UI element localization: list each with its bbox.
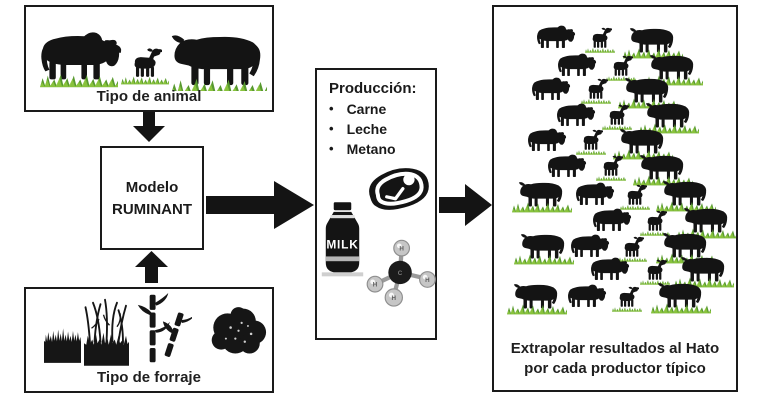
- cow-silhouette-icon: [558, 53, 597, 77]
- grass-icon: [640, 279, 670, 285]
- cow-silhouette-icon: [645, 103, 690, 128]
- grass-icon: [512, 202, 572, 213]
- cow-silhouette-icon: [613, 55, 633, 76]
- grass-icon: [602, 124, 632, 130]
- bullet-icon: •: [329, 101, 334, 116]
- tall-grass-icon: [84, 298, 129, 366]
- grass-icon: [596, 175, 626, 181]
- cow-silhouette-icon: [593, 208, 632, 232]
- forage-box-label: Tipo de forraje: [97, 369, 201, 386]
- grass-icon: [620, 204, 650, 210]
- hydrogen-atom-label: H: [399, 246, 404, 253]
- grass-icon: [617, 256, 647, 262]
- cow-silhouette-icon: [532, 77, 571, 101]
- cow-silhouette-icon: [627, 184, 647, 205]
- cow-silhouette-icon: [41, 32, 122, 80]
- cow-silhouette-icon: [629, 28, 674, 53]
- animal-type-box: Tipo de animal: [24, 5, 274, 112]
- milk-label: MILK: [326, 237, 358, 251]
- carbon-atom-label: C: [398, 270, 403, 277]
- methane-molecule-icon: C H H H H: [366, 239, 436, 307]
- arrow-up-icon: [135, 251, 168, 283]
- cow-silhouette-icon: [649, 55, 694, 80]
- production-item-leche: • Leche: [329, 121, 435, 137]
- cow-silhouette-icon: [583, 129, 603, 150]
- cow-silhouette-icon: [528, 128, 567, 152]
- grass-icon: [612, 306, 642, 312]
- production-item-label: Metano: [346, 141, 396, 157]
- arrow-right-icon: [439, 184, 492, 226]
- cow-silhouette-icon: [680, 257, 725, 282]
- cow-silhouette-icon: [134, 48, 162, 77]
- forage-type-box: Tipo de forraje: [24, 287, 274, 393]
- herd-caption-line1: Extrapolar resultados al Hato: [510, 339, 720, 357]
- hydrogen-atom-label: H: [392, 295, 397, 302]
- grass-icon: [581, 98, 611, 104]
- grass-icon: [576, 149, 606, 155]
- model-label-line2: RUMINANT: [112, 200, 192, 218]
- cow-silhouette-icon: [548, 154, 587, 178]
- model-box: Modelo RUMINANT: [100, 146, 204, 250]
- hydrogen-atom-label: H: [425, 277, 430, 284]
- cow-silhouette-icon: [624, 78, 669, 103]
- cow-silhouette-icon: [537, 25, 576, 49]
- cow-silhouette-icon: [592, 27, 612, 48]
- milk-bottle-icon: MILK: [321, 202, 364, 277]
- herd-caption: Extrapolar resultados al Hato por cada p…: [494, 339, 736, 380]
- hydrogen-atom-label: H: [373, 282, 378, 289]
- cow-silhouette-icon: [518, 182, 563, 207]
- production-item-label: Leche: [346, 121, 388, 137]
- cow-silhouette-icon: [662, 181, 707, 206]
- cow-silhouette-icon: [683, 208, 728, 233]
- grass-icon: [585, 47, 615, 53]
- arrow-down-icon: [133, 112, 165, 142]
- animal-box-label: Tipo de animal: [96, 88, 202, 105]
- cow-silhouette-icon: [639, 155, 684, 180]
- production-box: Producción: • Carne • Leche • Metano MIL: [315, 68, 437, 340]
- bullet-icon: •: [329, 121, 334, 136]
- grass-icon: [651, 303, 711, 314]
- steak-icon: [369, 168, 429, 210]
- grass-icon: [121, 76, 169, 85]
- short-grass-icon: [44, 328, 81, 363]
- herd-panel: Extrapolar resultados al Hato por cada p…: [492, 5, 738, 392]
- cane-stalks-icon: [137, 293, 192, 363]
- cow-silhouette-icon: [619, 286, 639, 307]
- cow-silhouette-icon: [662, 233, 707, 258]
- animal-cattle-illustration: [40, 32, 267, 91]
- cow-silhouette-icon: [588, 78, 608, 99]
- herd-caption-line2: por cada productor típico: [524, 359, 706, 377]
- cow-silhouette-icon: [571, 234, 610, 258]
- cow-silhouette-icon: [647, 210, 667, 231]
- bush-icon: [211, 307, 267, 354]
- grass-icon: [507, 304, 567, 315]
- grass-icon: [514, 254, 574, 265]
- arrow-right-icon: [206, 181, 314, 229]
- cow-silhouette-icon: [576, 182, 615, 206]
- grass-icon: [606, 75, 636, 81]
- production-item-metano: • Metano: [329, 141, 435, 157]
- cow-silhouette-icon: [624, 236, 644, 257]
- production-item-carne: • Carne: [329, 101, 435, 117]
- cow-silhouette-icon: [513, 284, 558, 309]
- bullet-icon: •: [329, 141, 334, 156]
- cow-silhouette-icon: [568, 284, 607, 308]
- cow-silhouette-icon: [520, 234, 565, 259]
- herd-cattle-illustration: [507, 25, 736, 315]
- cow-silhouette-icon: [557, 103, 596, 127]
- production-item-label: Carne: [346, 101, 387, 117]
- cow-silhouette-icon: [619, 129, 664, 154]
- cow-silhouette-icon: [171, 35, 261, 86]
- production-title: Producción:: [329, 80, 417, 97]
- forage-illustration: [44, 293, 267, 366]
- model-label-line1: Modelo: [125, 178, 179, 196]
- cow-silhouette-icon: [657, 283, 702, 308]
